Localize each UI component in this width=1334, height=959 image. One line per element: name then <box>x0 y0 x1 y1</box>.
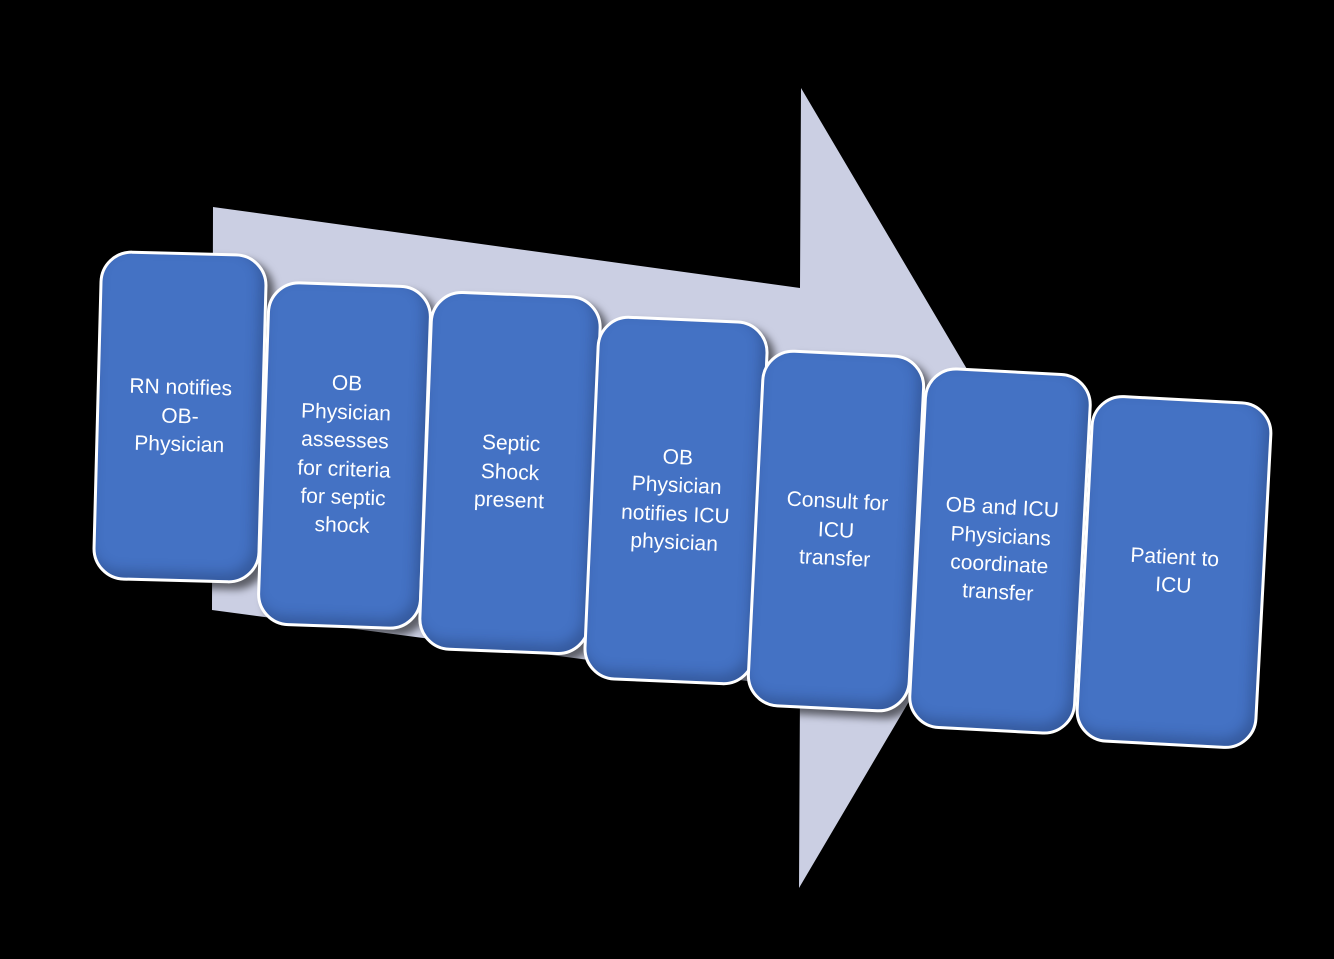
process-step-5: Consult for ICU transfer <box>745 348 927 714</box>
process-step-label: OB Physician assesses for criteria for s… <box>296 371 392 539</box>
process-step-7: Patient to ICU <box>1074 393 1274 751</box>
process-step-label: RN notifies OB- Physician <box>129 375 233 458</box>
process-step-2: OB Physician assesses for criteria for s… <box>256 280 433 631</box>
process-step-label: OB Physician notifies ICU physician <box>620 445 731 556</box>
process-step-4: OB Physician notifies ICU physician <box>582 314 770 687</box>
process-step-label: Patient to ICU <box>1129 543 1220 598</box>
process-step-label: Septic Shock present <box>473 431 545 514</box>
process-step-label: OB and ICU Physicians coordinate transfe… <box>945 493 1060 607</box>
process-step-3: Septic Shock present <box>417 289 603 657</box>
process-step-1: RN notifies OB- Physician <box>91 249 269 585</box>
process-step-label: Consult for ICU transfer <box>786 488 889 572</box>
process-step-6: OB and ICU Physicians coordinate transfe… <box>906 365 1094 737</box>
